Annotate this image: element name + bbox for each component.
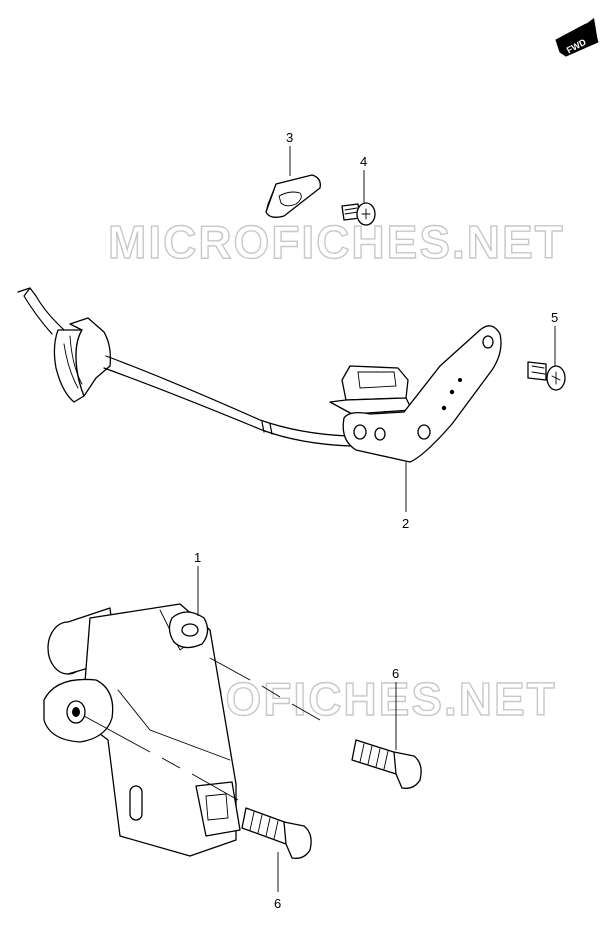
part-6-bolt-upper	[351, 739, 422, 789]
watermark-upper: MICROFICHES.NET	[108, 216, 565, 268]
axis-line-upper	[209, 657, 321, 721]
callout-3: 3	[286, 130, 293, 145]
part-1-sensor-body	[43, 603, 241, 857]
callout-5: 5	[551, 310, 558, 325]
part-2-sensor-assembly	[17, 287, 502, 463]
axis-line-lower	[83, 715, 239, 801]
part-5-screw	[527, 361, 566, 391]
part-6-bolt-lower	[241, 807, 312, 859]
callout-4: 4	[360, 154, 367, 169]
part-4-screw	[341, 202, 376, 226]
callout-2: 2	[402, 516, 409, 531]
fwd-arrow-badge: FWD	[555, 18, 599, 57]
callout-6-lower: 6	[274, 896, 281, 911]
callout-1: 1	[194, 550, 201, 565]
part-3-plate	[265, 174, 321, 218]
callout-6-upper: 6	[392, 666, 399, 681]
